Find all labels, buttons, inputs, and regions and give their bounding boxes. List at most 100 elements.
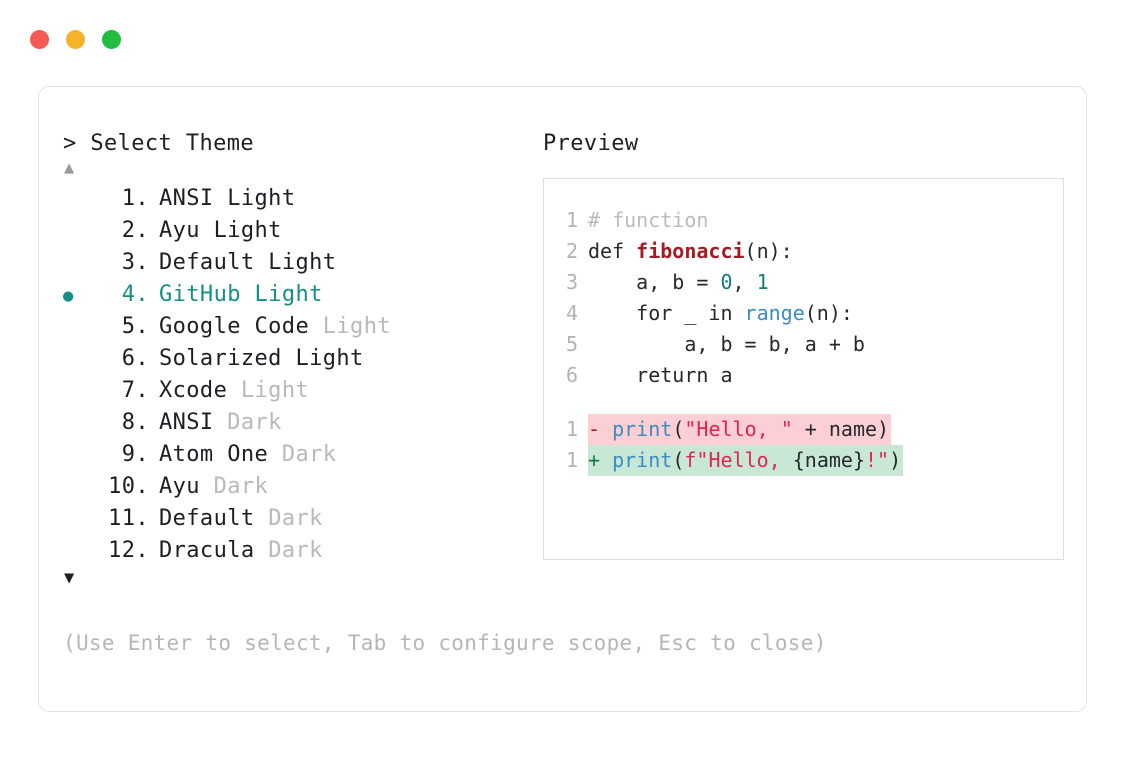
code-line-text: for _ in range(n):: [588, 298, 853, 329]
theme-item-variant: Dark: [227, 410, 282, 435]
code-token: print: [612, 417, 673, 441]
code-token: a, b =: [588, 270, 721, 294]
diff-sign: +: [588, 448, 613, 472]
theme-picker-card: > Select Theme ▲ 1.ANSI Light 2. Ayu Light…: [38, 86, 1087, 712]
prompt-marker: >: [63, 131, 77, 156]
scroll-up-icon[interactable]: ▲: [64, 158, 75, 178]
line-number: 1: [565, 448, 578, 472]
code-token: a, b = b, a + b: [588, 332, 865, 356]
line-number: 5: [565, 332, 578, 356]
theme-list-item[interactable]: 7.Xcode Light: [63, 375, 533, 407]
theme-list-item[interactable]: 8.ANSI Dark: [63, 407, 533, 439]
theme-item-name: Ayu: [159, 474, 200, 499]
theme-item-name: ANSI: [159, 410, 214, 435]
code-token: {name}: [792, 448, 865, 472]
theme-item-name: ANSI: [159, 186, 214, 211]
theme-list-item[interactable]: 2.Ayu Light: [63, 215, 533, 247]
theme-item-gap: [282, 343, 296, 375]
theme-item-variant: Light: [322, 314, 391, 339]
code-token: (n):: [744, 239, 793, 263]
theme-item-gap: [268, 439, 282, 471]
theme-item-gap: [241, 279, 255, 311]
theme-item-index: 11.: [108, 506, 149, 531]
theme-item-name: Google Code: [159, 314, 310, 339]
theme-item-variant: Dark: [281, 442, 337, 467]
theme-item-gap: [227, 375, 241, 407]
theme-list-item[interactable]: 12.Dracula Dark: [63, 535, 533, 567]
code-token: 1: [756, 270, 769, 294]
minimize-dot[interactable]: [66, 30, 85, 49]
code-line-text: a, b = 0, 1: [588, 267, 769, 298]
line-number: 1: [565, 208, 578, 232]
line-number: 6: [565, 363, 578, 387]
selected-bullet-icon: ●: [63, 286, 74, 306]
line-number: 1: [565, 417, 578, 441]
code-token: ): [889, 448, 902, 472]
code-token: (: [672, 417, 685, 441]
theme-list-item[interactable]: 10. Ayu Dark: [63, 471, 533, 503]
code-token: return a: [588, 363, 733, 387]
page-title-text: Select Theme: [90, 131, 255, 156]
theme-item-gap: [255, 247, 269, 279]
theme-item-gap: [214, 183, 228, 215]
theme-list-item[interactable]: ● 4. GitHub Light: [63, 279, 533, 311]
theme-item-name: Atom One: [159, 442, 269, 467]
keyboard-hint: (Use Enter to select, Tab to configure s…: [63, 631, 827, 655]
code-line: 5 a, b = b, a + b: [544, 329, 1063, 360]
theme-item-variant: Light: [227, 186, 296, 211]
code-token: (: [672, 448, 685, 472]
theme-list-item[interactable]: 11. Default Dark: [63, 503, 533, 535]
theme-item-variant: Dark: [213, 474, 269, 499]
theme-item-variant: Light: [254, 282, 323, 307]
theme-item-index: 10.: [108, 474, 149, 499]
code-token: f"Hello,: [684, 448, 793, 472]
code-line: 4 for _ in range(n):: [544, 298, 1063, 329]
theme-item-index: 4.: [121, 282, 149, 307]
theme-item-index: 2.: [121, 218, 149, 243]
code-token: # function: [588, 208, 709, 232]
theme-list-item[interactable]: 1.ANSI Light: [63, 183, 533, 215]
code-token: !": [864, 448, 890, 472]
theme-item-variant: Dark: [268, 538, 323, 563]
theme-item-index: 9.: [121, 442, 149, 467]
close-dot[interactable]: [30, 30, 49, 49]
code-token: ,: [732, 270, 757, 294]
theme-item-variant: Light: [295, 346, 364, 371]
code-token: for _ in: [588, 301, 745, 325]
code-line-text: return a: [588, 360, 733, 391]
theme-item-name: Default: [159, 250, 255, 275]
theme-list-item[interactable]: 9. Atom One Dark: [63, 439, 533, 471]
theme-item-name: Default: [159, 506, 255, 531]
theme-item-name: Dracula: [159, 538, 255, 563]
theme-list-item[interactable]: 3.Default Light: [63, 247, 533, 279]
line-number: 3: [565, 270, 578, 294]
code-line-text: # function: [588, 205, 708, 236]
theme-item-name: Ayu: [159, 218, 200, 243]
theme-list-item[interactable]: 5.Google Code Light: [63, 311, 533, 343]
code-token: "Hello, ": [684, 417, 793, 441]
theme-item-gap: [255, 535, 269, 567]
diff-removed-line: 1 - print("Hello, " + name): [544, 414, 1063, 445]
scroll-down-icon[interactable]: ▼: [64, 568, 75, 588]
theme-item-name: GitHub: [159, 282, 241, 307]
code-token: 0: [720, 270, 733, 294]
maximize-dot[interactable]: [102, 30, 121, 49]
theme-item-variant: Dark: [268, 506, 323, 531]
theme-item-gap: [309, 311, 323, 343]
diff-line-text: - print("Hello, " + name): [588, 414, 892, 445]
diff-block: 1- print("Hello, " + name)1+ print(f"Hel…: [544, 414, 1063, 476]
theme-item-gap: [200, 215, 214, 247]
code-line-text: a, b = b, a + b: [588, 329, 865, 360]
theme-item-gap: [200, 471, 214, 503]
theme-item-variant: Light: [240, 378, 310, 403]
page-title: > Select Theme: [63, 131, 533, 157]
code-token: fibonacci: [636, 239, 745, 263]
line-number: 4: [565, 301, 578, 325]
diff-line-text: + print(f"Hello, {name}!"): [588, 445, 904, 476]
theme-list-item[interactable]: 6.Solarized Light: [63, 343, 533, 375]
code-token: range: [744, 301, 805, 325]
